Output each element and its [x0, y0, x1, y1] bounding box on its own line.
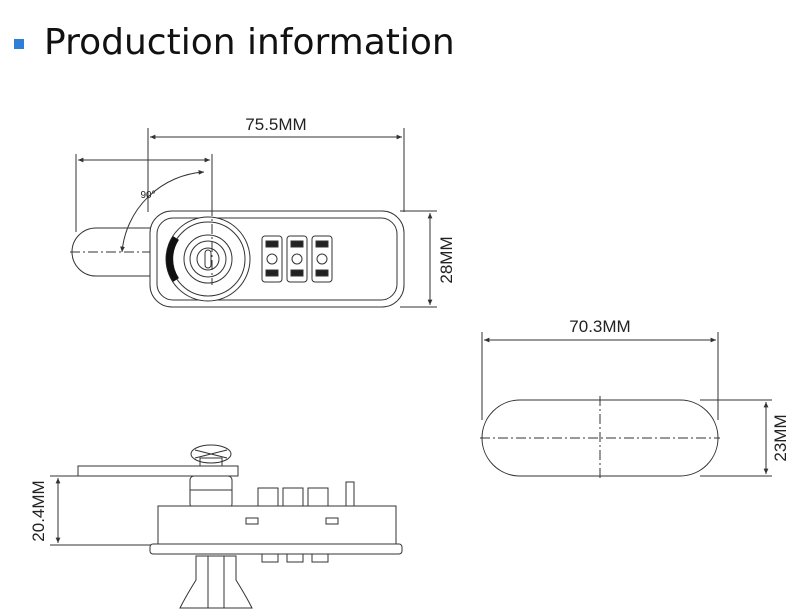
top-view	[70, 128, 437, 308]
cam-view	[480, 332, 772, 480]
side-height-label: 20.4MM	[29, 480, 48, 541]
combination-dials	[261, 235, 333, 283]
page-title: Production information	[44, 21, 455, 63]
lock-body-side	[157, 505, 397, 545]
section-header: Production information	[14, 18, 455, 66]
rotation-angle-label: 90°	[140, 190, 155, 201]
cam-height-label: 23MM	[771, 414, 790, 461]
height-label: 28MM	[437, 236, 456, 283]
rotation-arc	[120, 169, 205, 253]
width-label: 75.5MM	[245, 115, 306, 134]
cam-width-label: 70.3MM	[569, 317, 630, 336]
square-bullet-icon	[14, 39, 24, 49]
side-view	[50, 444, 403, 609]
